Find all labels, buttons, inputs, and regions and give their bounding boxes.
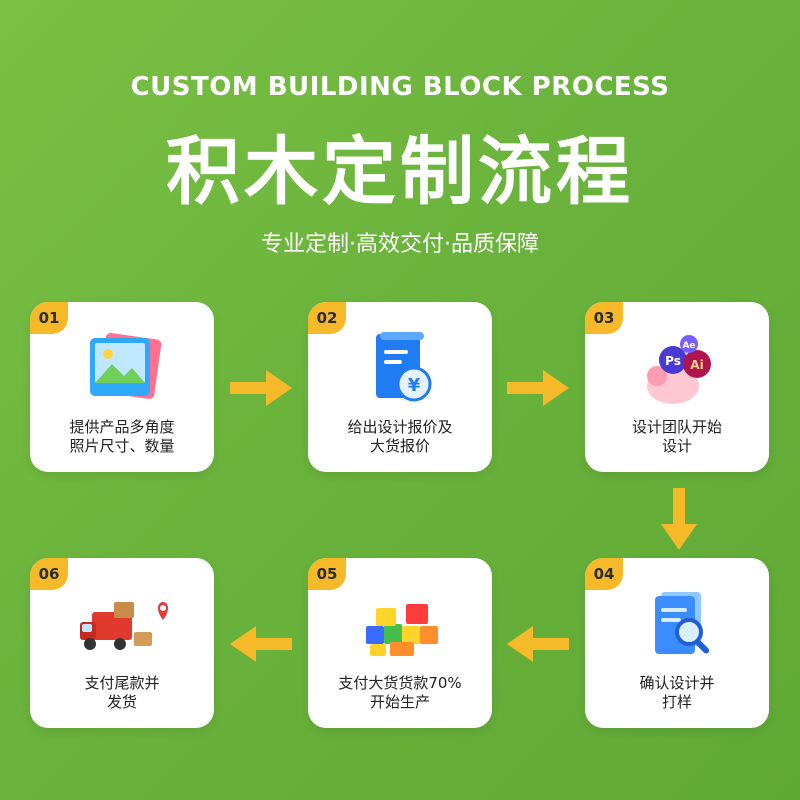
step-badge: 04: [585, 558, 623, 590]
page-title: 积木定制流程: [166, 129, 634, 215]
svg-text:Ai: Ai: [690, 358, 703, 372]
step-badge: 05: [308, 558, 346, 590]
quote-document-icon: ¥: [376, 332, 432, 402]
svg-text:Ae: Ae: [682, 341, 695, 351]
step-badge: 03: [585, 302, 623, 334]
photo-icon: [90, 333, 162, 399]
step-card-01: 01 提供产品多角度 照片尺寸、数量: [30, 302, 214, 472]
step-card-04: 04 确认设计并 打样: [585, 558, 769, 728]
step-card-05: 05 支付大货货款70% 开始生产: [308, 558, 492, 728]
step-badge: 02: [308, 302, 346, 334]
step-label: 设计团队开始 设计: [631, 418, 722, 455]
step-label: 支付尾款并 发货: [84, 674, 160, 711]
document-magnifier-icon: [655, 592, 710, 654]
svg-text:¥: ¥: [408, 375, 421, 396]
step-label: 提供产品多角度 照片尺寸、数量: [69, 418, 175, 455]
step-label: 支付大货货款70% 开始生产: [338, 674, 462, 711]
arrow-down-icon: [661, 488, 697, 550]
svg-text:Ps: Ps: [665, 354, 681, 368]
delivery-truck-icon: [80, 602, 168, 650]
arrow-right-icon: [507, 370, 569, 406]
arrow-right-icon: [230, 370, 292, 406]
step-badge: 01: [30, 302, 68, 334]
building-blocks-icon: [366, 604, 438, 656]
step-badge: 06: [30, 558, 68, 590]
design-apps-icon: Ps Ai Ae: [647, 335, 711, 404]
step-card-06: 06 支付尾款并 发货: [30, 558, 214, 728]
arrow-left-icon: [230, 626, 292, 662]
subtitle-english: CUSTOM BUILDING BLOCK PROCESS: [130, 72, 670, 102]
step-card-02: 02 ¥ 给出设计报价及 大货报价: [308, 302, 492, 472]
step-label: 给出设计报价及 大货报价: [347, 418, 453, 455]
tagline: 专业定制·高效交付·品质保障: [261, 232, 539, 257]
step-label: 确认设计并 打样: [639, 674, 715, 711]
step-card-03: 03 Ps Ai Ae 设计团队开始 设计: [585, 302, 769, 472]
arrow-left-icon: [507, 626, 569, 662]
